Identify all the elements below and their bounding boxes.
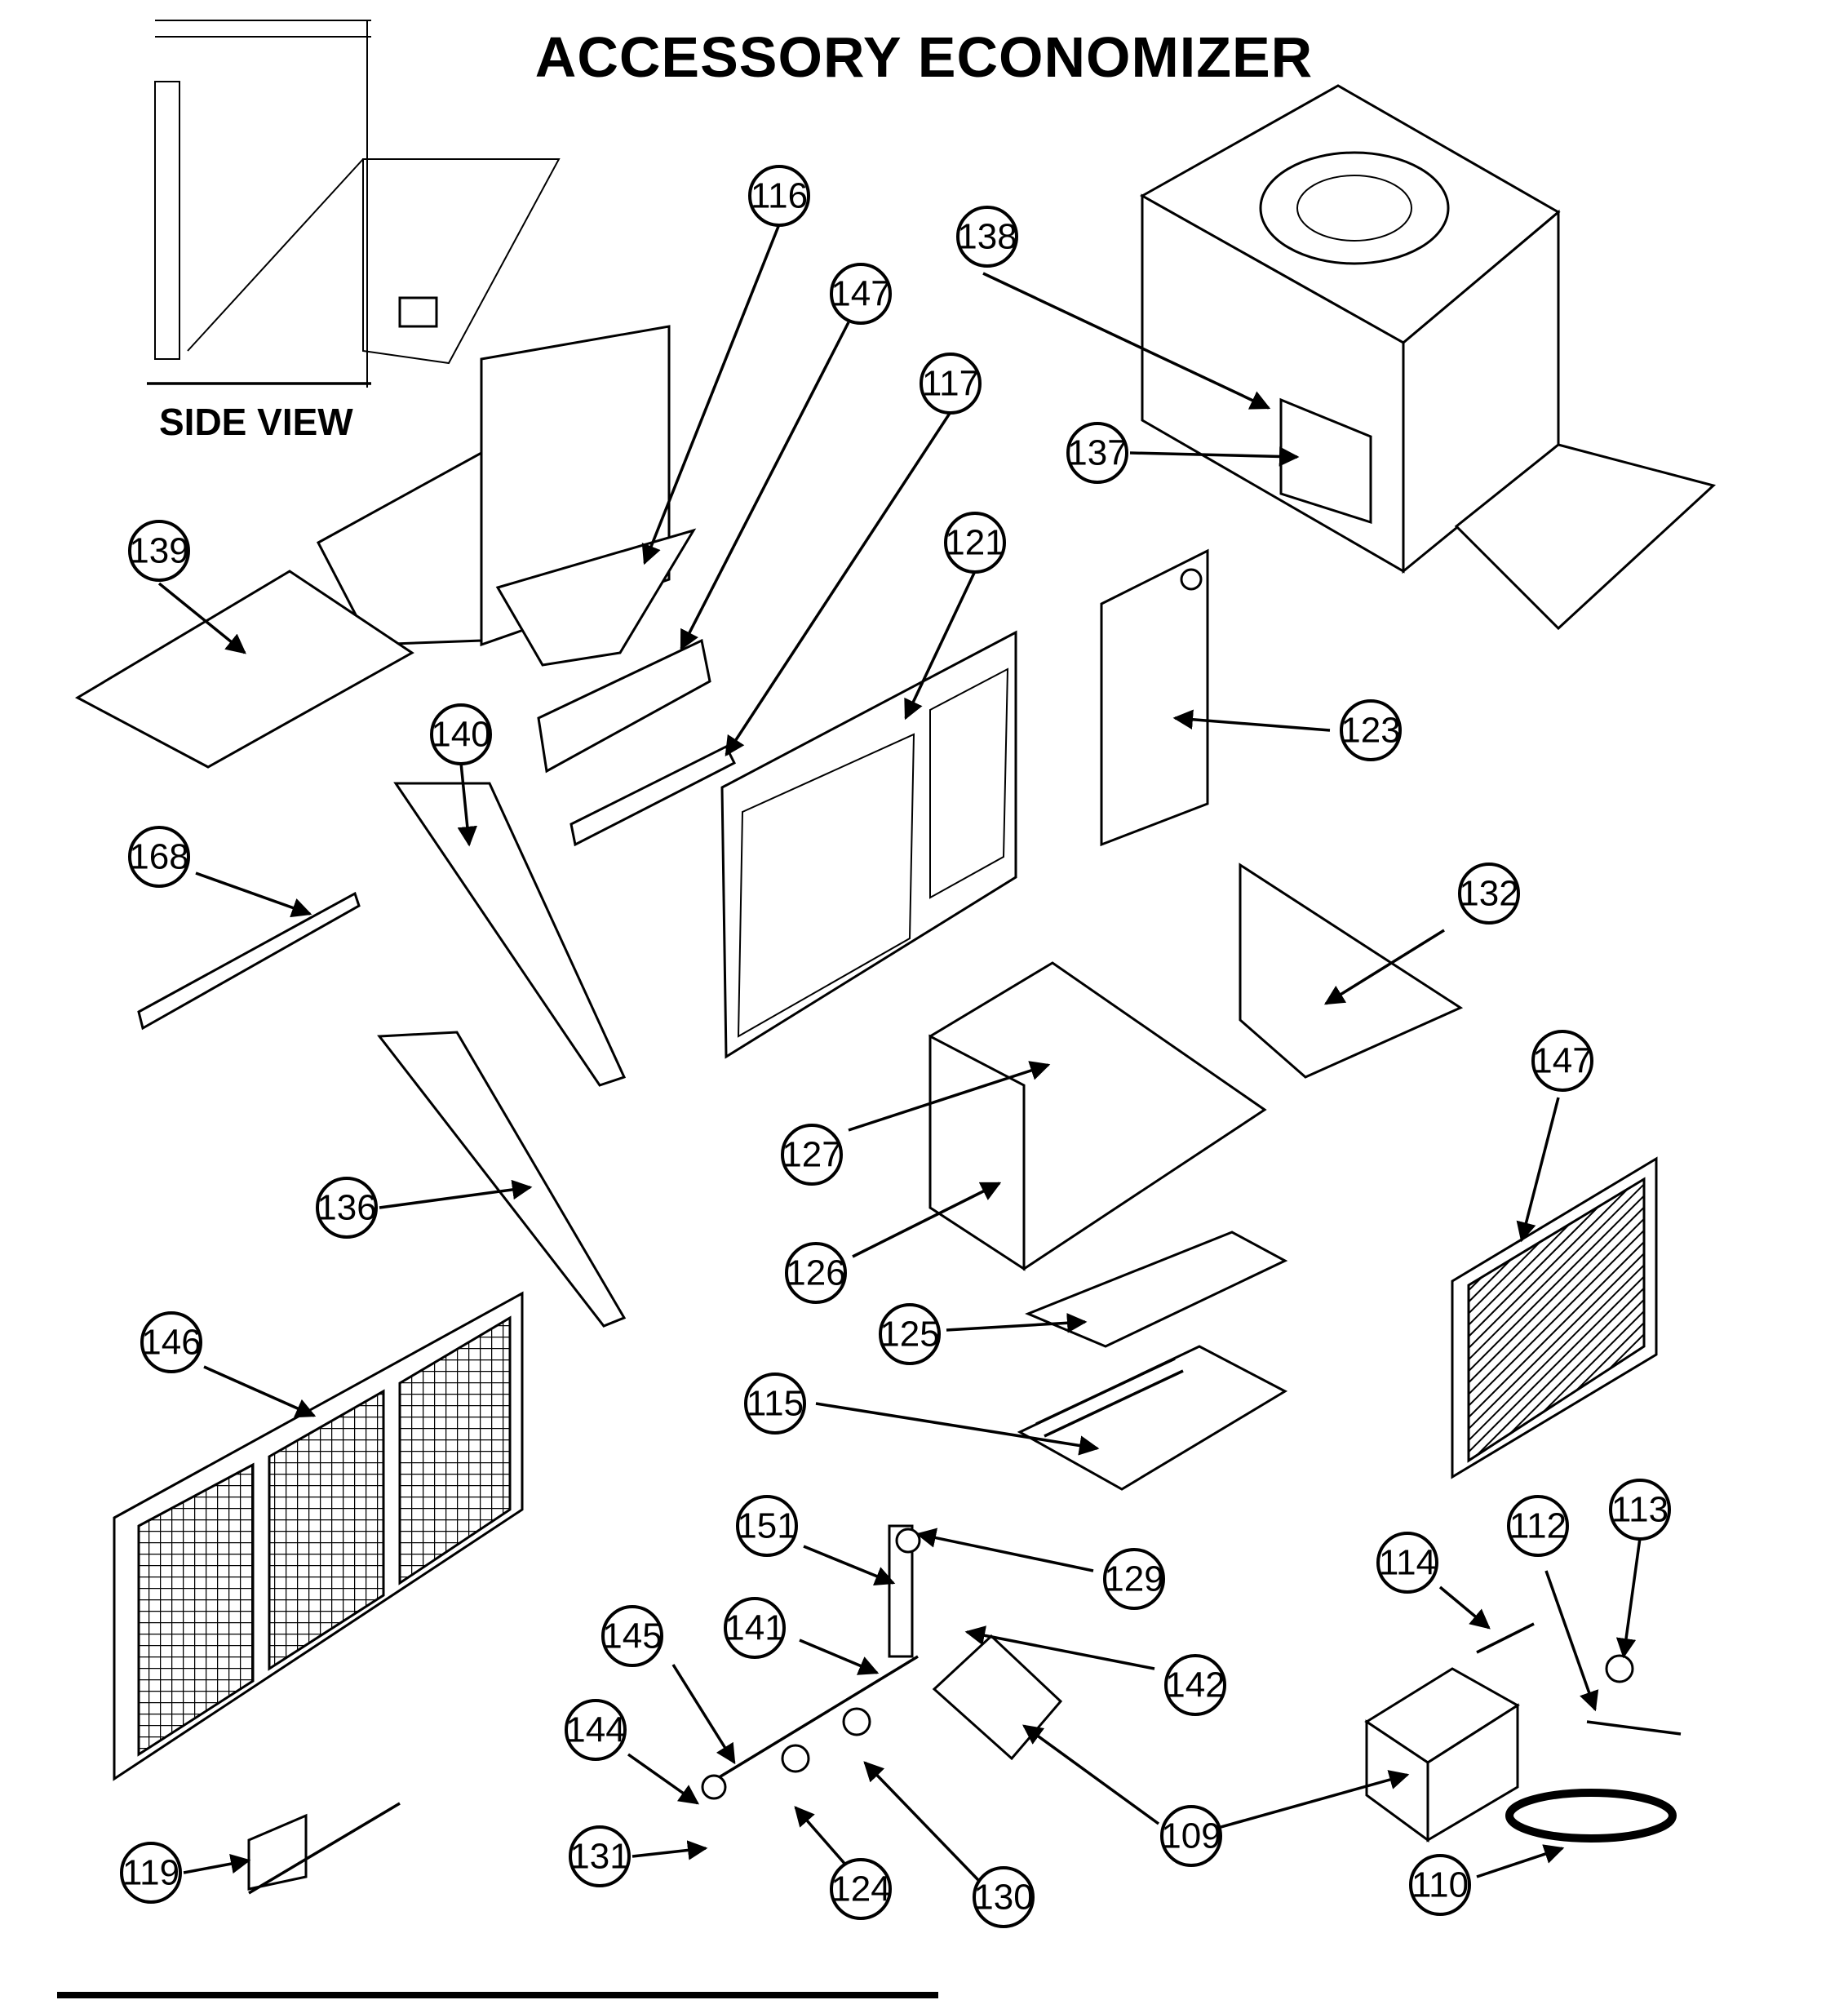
svg-text:168: 168 [129, 837, 188, 877]
part-117-angle [569, 744, 737, 847]
svg-text:130: 130 [973, 1878, 1033, 1918]
part-116-damper-frame [316, 325, 697, 667]
leader-lines [157, 224, 1642, 1882]
svg-text:144: 144 [565, 1710, 625, 1750]
callout-146: 146 [140, 1311, 202, 1373]
part-121-panel [720, 630, 1017, 1059]
svg-text:142: 142 [1165, 1665, 1225, 1705]
callout-136: 136 [316, 1177, 378, 1239]
svg-text:115: 115 [747, 1384, 804, 1424]
callout-130: 130 [973, 1866, 1035, 1928]
svg-text:114: 114 [1379, 1543, 1436, 1583]
svg-text:145: 145 [602, 1616, 662, 1656]
svg-text:141: 141 [725, 1608, 784, 1648]
callout-139: 139 [128, 520, 190, 582]
callout-113: 113 [1609, 1479, 1671, 1541]
svg-text:113: 113 [1611, 1490, 1669, 1530]
part-136-brace [377, 1031, 627, 1328]
part-119-bracket [247, 1813, 308, 1891]
side-view-label: SIDE VIEW [159, 401, 353, 443]
svg-text:109: 109 [1161, 1816, 1221, 1856]
part-rooftop-unit [1139, 84, 1717, 631]
callout-142: 142 [1164, 1654, 1226, 1716]
part-146-filter [113, 1291, 524, 1781]
svg-text:146: 146 [141, 1323, 201, 1363]
svg-text:137: 137 [1067, 433, 1127, 473]
diagram-title: ACCESSORY ECONOMIZER [534, 25, 1314, 89]
callout-141: 141 [724, 1597, 786, 1659]
part-140-brace [393, 782, 627, 1087]
part-139-plate [74, 570, 414, 769]
part-168-angle [137, 891, 361, 1031]
svg-text:132: 132 [1459, 874, 1518, 914]
callout-115: 115 [744, 1373, 806, 1435]
svg-text:126: 126 [786, 1253, 845, 1293]
svg-text:131: 131 [569, 1837, 629, 1877]
callout-109: 109 [1160, 1805, 1222, 1867]
callout-124: 124 [830, 1858, 892, 1920]
svg-text:147: 147 [1532, 1041, 1592, 1081]
callout-147b: 147 [1531, 1030, 1593, 1092]
svg-text:138: 138 [957, 217, 1017, 257]
svg-text:129: 129 [1104, 1559, 1163, 1599]
side-view-inset [147, 20, 561, 388]
callout-125: 125 [879, 1303, 941, 1365]
part-132-panel [1239, 863, 1464, 1079]
callout-145: 145 [601, 1605, 663, 1667]
part-115-plate [1017, 1345, 1288, 1491]
callout-129: 129 [1103, 1548, 1165, 1610]
callout-116: 116 [748, 165, 810, 227]
svg-text:117: 117 [922, 364, 979, 404]
svg-text:110: 110 [1411, 1865, 1469, 1905]
svg-text:127: 127 [782, 1135, 841, 1175]
callout-112: 112 [1507, 1495, 1569, 1557]
part-113-plate [1605, 1654, 1634, 1683]
callout-127: 127 [781, 1124, 843, 1186]
callout-140: 140 [430, 703, 492, 765]
callout-110: 110 [1409, 1854, 1471, 1916]
svg-text:124: 124 [831, 1869, 890, 1909]
part-147a-strip [537, 638, 711, 774]
part-125-angle [1025, 1231, 1288, 1348]
callout-123: 123 [1340, 699, 1402, 761]
callout-168: 168 [128, 826, 190, 888]
svg-text:140: 140 [431, 715, 490, 755]
part-126-127-box [928, 961, 1267, 1271]
part-linkage-assembly [701, 1524, 1063, 1800]
callout-151: 151 [736, 1495, 798, 1557]
svg-text:151: 151 [737, 1506, 796, 1546]
svg-text:112: 112 [1509, 1506, 1567, 1546]
callout-147a: 147 [830, 263, 892, 325]
callout-121: 121 [944, 512, 1006, 574]
callout-114: 114 [1376, 1532, 1438, 1594]
callout-117: 117 [920, 353, 982, 415]
callout-132: 132 [1458, 863, 1520, 925]
part-147b-filter [1451, 1156, 1658, 1479]
svg-text:116: 116 [751, 176, 808, 216]
callout-137: 137 [1066, 422, 1128, 484]
callout-119: 119 [120, 1842, 182, 1904]
svg-text:136: 136 [317, 1188, 376, 1228]
svg-text:119: 119 [122, 1853, 179, 1893]
part-112-sensor [1586, 1720, 1682, 1736]
svg-text:147: 147 [831, 274, 890, 314]
part-123-panel [1100, 548, 1209, 847]
svg-text:139: 139 [129, 531, 188, 571]
callout-138: 138 [956, 206, 1018, 268]
callout-144: 144 [565, 1699, 627, 1761]
svg-text:121: 121 [945, 523, 1004, 563]
svg-text:125: 125 [880, 1315, 939, 1355]
callout-126: 126 [785, 1242, 847, 1304]
svg-text:123: 123 [1341, 711, 1400, 751]
part-110-wire-harness [1505, 1789, 1677, 1843]
callout-131: 131 [569, 1825, 631, 1887]
